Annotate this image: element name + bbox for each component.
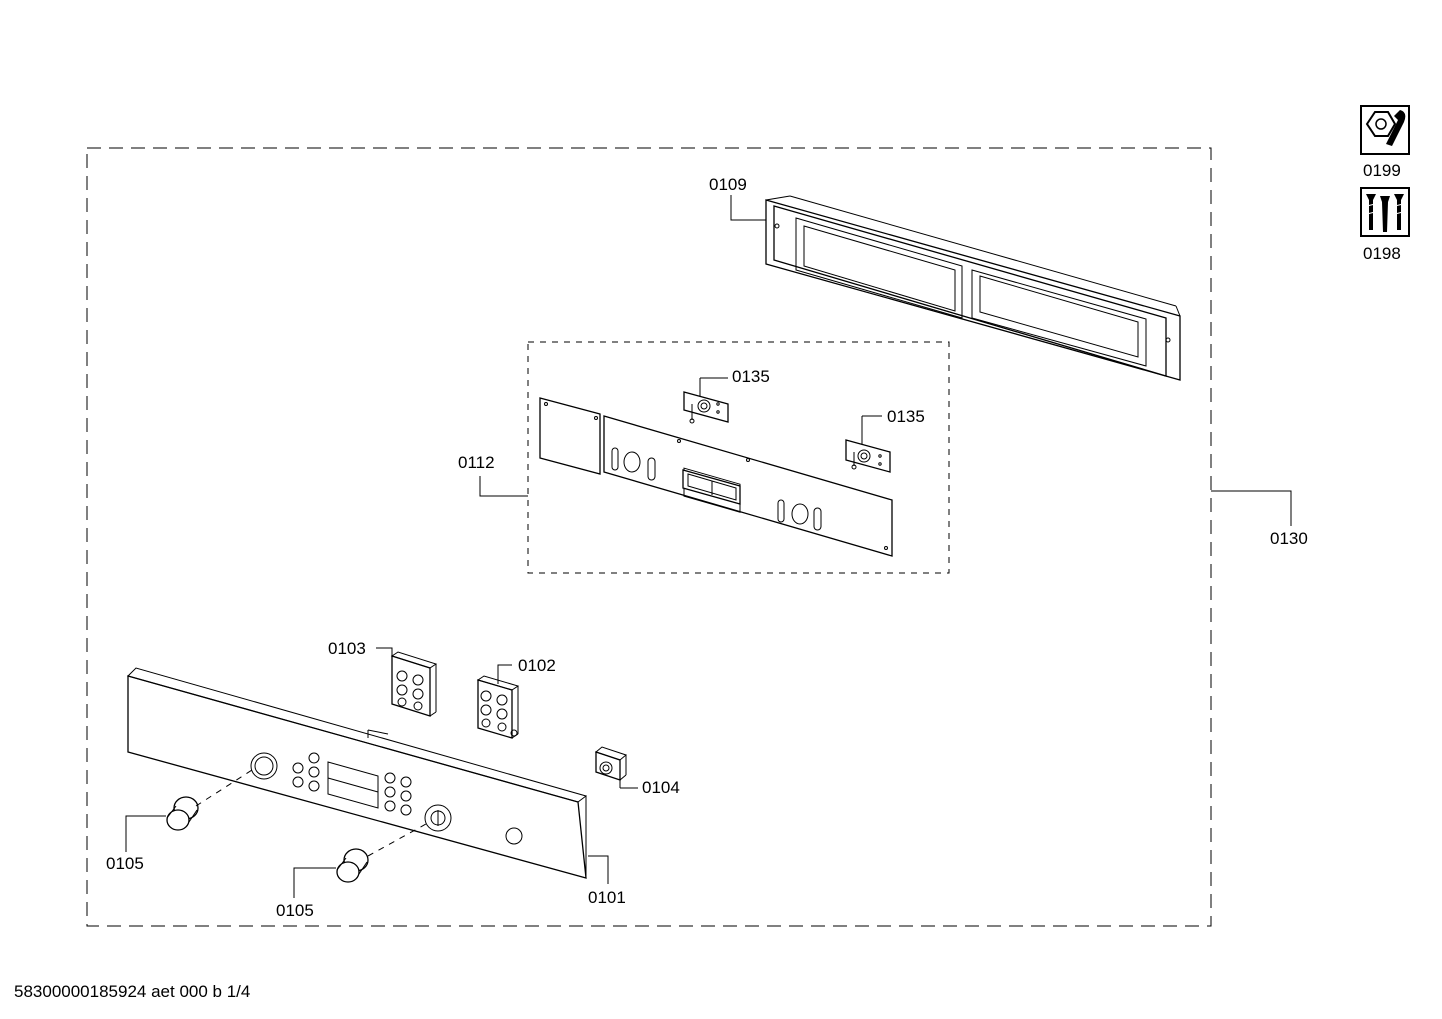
label-0198: 0198: [1363, 244, 1401, 263]
document-id: 58300000185924 aet 000 b 1/4: [14, 982, 251, 1001]
label-0105-a: 0105: [106, 854, 144, 873]
group-boundary-0112: [527, 341, 950, 574]
assembly-boundary-0130: [86, 147, 1212, 927]
part-0135-encoder-a[interactable]: [683, 391, 729, 424]
part-0101-control-panel[interactable]: [127, 667, 588, 879]
part-0103-keypad[interactable]: [390, 651, 438, 717]
leader-lines: [125, 195, 1292, 898]
label-0130: 0130: [1270, 529, 1308, 548]
label-0105-b: 0105: [276, 901, 314, 920]
label-0112: 0112: [458, 453, 495, 472]
part-0135-encoder-b[interactable]: [845, 439, 891, 473]
part-0105-knob-b[interactable]: [336, 823, 427, 883]
part-0112-panel-plate[interactable]: [539, 397, 893, 557]
part-0104-switch[interactable]: [594, 746, 628, 781]
part-0109-frame[interactable]: [765, 195, 1181, 381]
label-0102: 0102: [518, 656, 556, 675]
label-0109: 0109: [709, 175, 747, 194]
part-0105-knob-a[interactable]: [166, 769, 253, 831]
tools-icon: [1360, 105, 1410, 155]
label-0135-a: 0135: [732, 367, 770, 386]
screws-icon: [1360, 187, 1410, 237]
label-0103: 0103: [328, 639, 366, 658]
label-0199: 0199: [1363, 161, 1401, 180]
label-0104: 0104: [642, 778, 680, 797]
label-0101: 0101: [588, 888, 626, 907]
part-0102-keypad[interactable]: [476, 675, 520, 739]
label-0135-b: 0135: [887, 407, 925, 426]
